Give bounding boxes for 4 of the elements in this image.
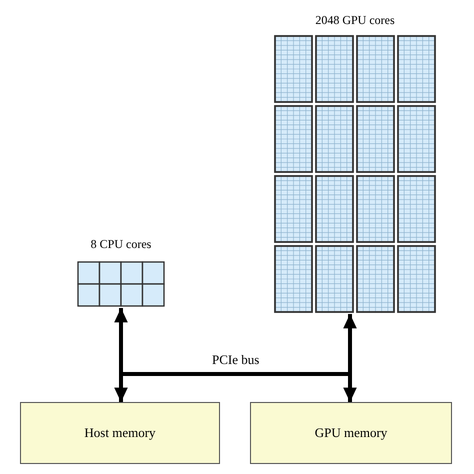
node-heading: 8 CPU cores xyxy=(90,236,152,252)
memory-box: GPU memory xyxy=(250,402,452,464)
node-heading: 2048 GPU cores xyxy=(314,12,396,28)
memory-box: Host memory xyxy=(20,402,220,464)
